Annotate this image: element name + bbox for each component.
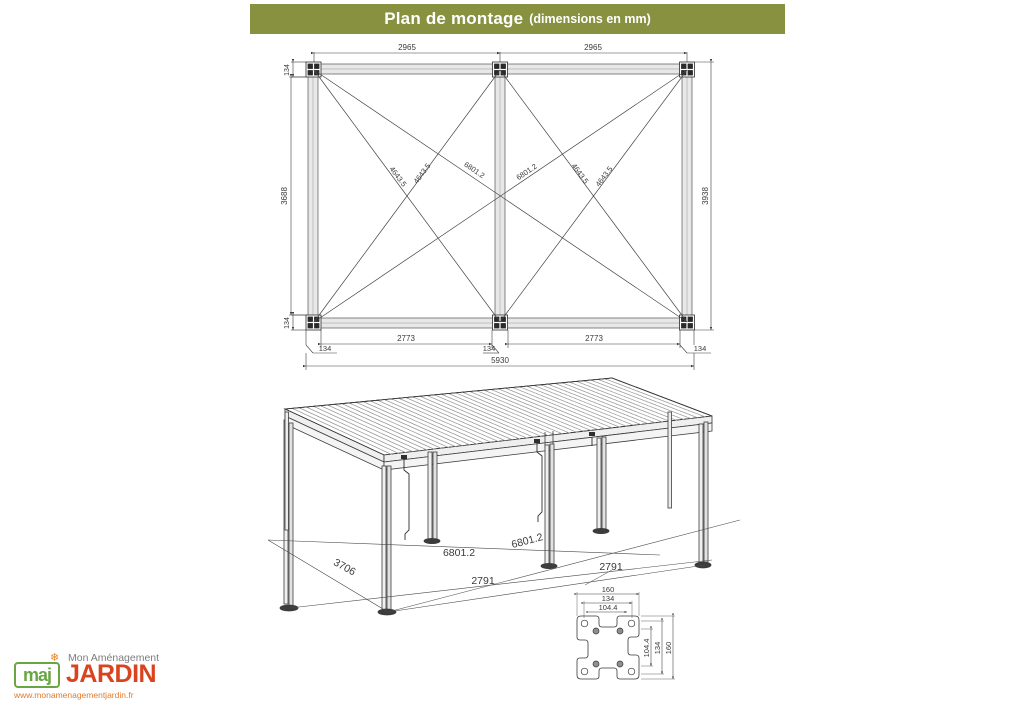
plate-dim-v-1044: 104.4 [642, 639, 651, 658]
dim-topleft-134: 134 [284, 64, 291, 76]
iso-dim-span-right: 2791 [599, 561, 623, 573]
dim-overall-5930: 5930 [491, 356, 509, 365]
plate-dim-h-134: 134 [602, 594, 615, 603]
dim-bottom-right-2773: 2773 [585, 334, 603, 343]
iso-dim-diag-right: 6801.2 [510, 531, 544, 551]
plan-topleft-small-dim [291, 59, 306, 78]
iso-louvre-slats [291, 378, 707, 456]
base-plate-v-dims [641, 613, 675, 680]
iso-downspouts [401, 432, 595, 540]
plan-top-dimensions [311, 51, 688, 62]
dim-right-3938: 3938 [701, 187, 710, 205]
flower-icon: ❄ [50, 652, 60, 664]
plan-diagonals [313, 69, 688, 323]
plate-dim-v-134: 134 [653, 642, 662, 655]
base-plate-holes [580, 619, 636, 676]
dim-bottom-left-2773: 2773 [397, 334, 415, 343]
dim-left-3688: 3688 [280, 187, 289, 205]
plan-overall-dimension [303, 353, 695, 370]
dim-bottom-134-b: 134 [483, 344, 496, 353]
plan-bottomleft-small-dim [291, 312, 306, 331]
dim-diag-4643-b: 4643.5 [412, 162, 433, 186]
iso-posts [279, 411, 712, 616]
plate-dim-v-160: 160 [664, 642, 673, 655]
base-plate-inner-dots [592, 627, 624, 668]
base-plate-detail-group: 160 134 104.4 104.4 134 160 [574, 569, 675, 680]
logo-url: www.monamenagementjardin.fr [14, 690, 134, 700]
iso-dim-diag-left: 6801.2 [443, 547, 475, 559]
page-subtitle: (dimensions en mm) [529, 12, 651, 26]
page-title: Plan de montage [384, 9, 524, 28]
iso-dimension-lines [267, 519, 741, 613]
dim-bottom-134-a: 134 [319, 344, 332, 353]
dim-diag-6801-b: 6801.2 [515, 162, 539, 182]
brand-logo: ❄ Mon Aménagement maj JARDIN www.monamen… [10, 648, 190, 700]
plan-right-dimension [695, 59, 714, 331]
dim-diag-4643-d: 4643.5 [594, 165, 615, 189]
plan-left-dimension [289, 74, 306, 316]
dim-diag-4643-c: 4643.5 [569, 162, 590, 186]
dim-top-right: 2965 [584, 43, 602, 52]
plate-dim-h-1044: 104.4 [599, 603, 618, 612]
dim-top-left: 2965 [398, 43, 416, 52]
dim-diag-4643-a: 4643.5 [387, 165, 408, 189]
plan-view-group: 2965 2965 134 3688 134 3938 [280, 43, 714, 370]
iso-view-group: 3706 6801.2 6801.2 2791 2791 [267, 377, 741, 616]
base-plate-outline [576, 615, 640, 680]
plate-dim-h-160: 160 [602, 585, 615, 594]
page-title-banner: Plan de montage (dimensions en mm) [250, 4, 785, 34]
iso-dim-span-left: 2791 [471, 575, 495, 587]
dim-bottom-134-c: 134 [694, 344, 707, 353]
iso-dim-depth: 3706 [331, 556, 357, 578]
dim-diag-6801-a: 6801.2 [462, 160, 486, 180]
plan-posts [305, 61, 695, 331]
logo-tagline: Mon Aménagement [68, 652, 160, 664]
plan-bottom-dimensions [305, 330, 711, 354]
base-plate-h-dims [574, 592, 640, 618]
dim-bottomleft-134: 134 [284, 317, 291, 329]
logo-brand: JARDIN [66, 660, 157, 688]
logo-monogram: maj [14, 662, 60, 688]
